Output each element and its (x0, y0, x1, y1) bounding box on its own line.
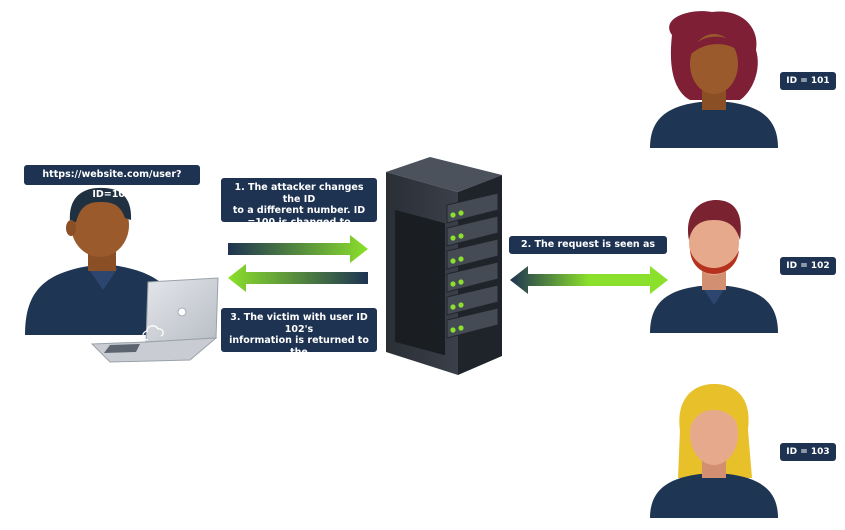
step-1-label: 1. The attacker changes the ID to a diff… (221, 178, 377, 239)
server-rack-icon (386, 157, 502, 375)
user-id-103-badge: ID = 103 (780, 443, 836, 461)
step-2-label: 2. The request is seen as valid (509, 236, 667, 268)
cloud-icon (142, 325, 164, 341)
request-arrow-right (228, 235, 368, 263)
user-id-102-badge: ID = 102 (780, 257, 836, 275)
user-id-101-badge: ID = 101 (780, 72, 836, 90)
user-103-figure (650, 384, 778, 518)
step-3-label: 3. The victim with user ID 102's informa… (221, 308, 377, 369)
server-units (446, 192, 499, 339)
attacker-url-label: https://website.com/user?ID=100 (24, 165, 200, 200)
validation-arrow-double (510, 266, 668, 294)
attacker-figure (25, 187, 182, 335)
user-101-figure (650, 11, 778, 148)
response-arrow-left (228, 264, 368, 292)
laptop-icon (90, 277, 219, 363)
user-102-figure (650, 200, 778, 333)
